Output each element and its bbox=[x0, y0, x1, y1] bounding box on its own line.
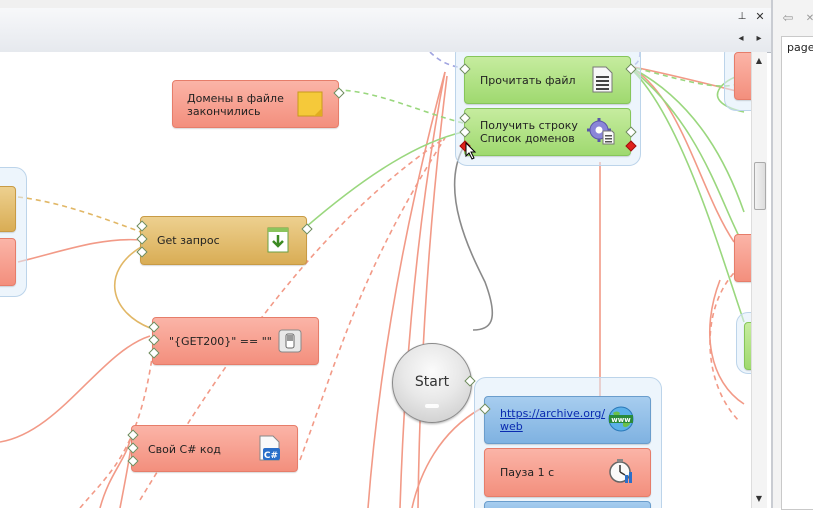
document-icon bbox=[592, 66, 613, 93]
svg-text:C#: C# bbox=[264, 451, 278, 461]
domains-finished-line2: закончились bbox=[187, 105, 261, 118]
project-canvas[interactable]: Домены в файле закончились Get запрос "{… bbox=[0, 52, 751, 508]
archive-url-line1: https://archive.org/ bbox=[500, 407, 605, 420]
window-top-strip bbox=[0, 0, 813, 8]
domains-finished-line1: Домены в файле bbox=[187, 92, 284, 105]
archive-url-link-cont[interactable]: web bbox=[500, 420, 523, 433]
mouse-cursor-icon bbox=[465, 142, 477, 160]
stopwatch-icon bbox=[609, 459, 632, 483]
csharp-file-icon: C# bbox=[259, 435, 280, 461]
globe-www-icon: www bbox=[608, 406, 634, 432]
domains-finished-node[interactable]: Домены в файле закончились bbox=[172, 80, 345, 128]
archive-url-node[interactable]: https://archive.org/ web www bbox=[479, 396, 651, 444]
pause-node[interactable]: Пауза 1 с bbox=[484, 448, 651, 497]
right-panel-tab-label[interactable]: page bbox=[787, 41, 813, 54]
pause-label: Пауза 1 с bbox=[500, 466, 555, 479]
close-icon[interactable]: ✕ bbox=[755, 10, 765, 23]
partial-node-bottom[interactable] bbox=[484, 501, 651, 508]
get-request-node[interactable]: Get запрос bbox=[136, 216, 313, 265]
partial-node-right-3[interactable] bbox=[744, 322, 751, 370]
toggle-switch-icon bbox=[278, 329, 302, 353]
archive-url-line2: web bbox=[500, 420, 523, 433]
condition-node[interactable]: "{GET200}" == "" bbox=[148, 317, 319, 365]
vertical-scrollbar[interactable]: ▲ ▼ bbox=[751, 52, 767, 508]
condition-label: "{GET200}" == "" bbox=[169, 335, 272, 348]
tab-scroll-left-icon[interactable]: ◂ bbox=[738, 33, 744, 44]
editor-header: ⊥ ✕ ◂ ▸ bbox=[0, 8, 771, 53]
start-label: Start bbox=[414, 374, 450, 390]
scroll-down-icon[interactable]: ▼ bbox=[755, 494, 763, 503]
sticky-note-icon bbox=[297, 91, 323, 117]
gear-icon bbox=[587, 118, 615, 145]
get-line-node[interactable]: Получить строку Список доменов bbox=[459, 108, 637, 156]
tab-scroll-right-icon[interactable]: ▸ bbox=[756, 33, 762, 44]
close-icon[interactable]: ✕ bbox=[805, 13, 813, 24]
scrollbar-thumb[interactable] bbox=[754, 162, 766, 210]
partial-node-left-1[interactable] bbox=[0, 186, 16, 232]
csharp-code-node[interactable]: Свой C# код C# bbox=[127, 425, 298, 472]
download-icon bbox=[267, 227, 289, 253]
pin-icon[interactable]: ⊥ bbox=[737, 11, 747, 22]
svg-text:www: www bbox=[611, 416, 631, 424]
partial-node-right-1[interactable] bbox=[734, 52, 751, 100]
get-line-line2: Список доменов bbox=[480, 132, 575, 145]
read-file-node[interactable]: Прочитать файл bbox=[459, 56, 637, 104]
csharp-code-label: Свой C# код bbox=[148, 443, 221, 456]
get-request-label: Get запрос bbox=[157, 234, 220, 247]
back-arrow-icon[interactable]: ⇦ bbox=[782, 11, 794, 26]
scroll-up-icon[interactable]: ▲ bbox=[755, 56, 763, 65]
read-file-label: Прочитать файл bbox=[480, 74, 576, 87]
right-panel-document: page bbox=[781, 36, 813, 510]
partial-node-right-2[interactable] bbox=[734, 234, 751, 282]
panel-splitter[interactable] bbox=[771, 0, 773, 508]
start-node[interactable]: Start bbox=[392, 343, 476, 423]
archive-url-link[interactable]: https://archive.org/ bbox=[500, 407, 606, 420]
get-line-line1: Получить строку bbox=[480, 119, 578, 132]
partial-node-left-2[interactable] bbox=[0, 238, 16, 286]
start-highlight bbox=[425, 404, 439, 408]
